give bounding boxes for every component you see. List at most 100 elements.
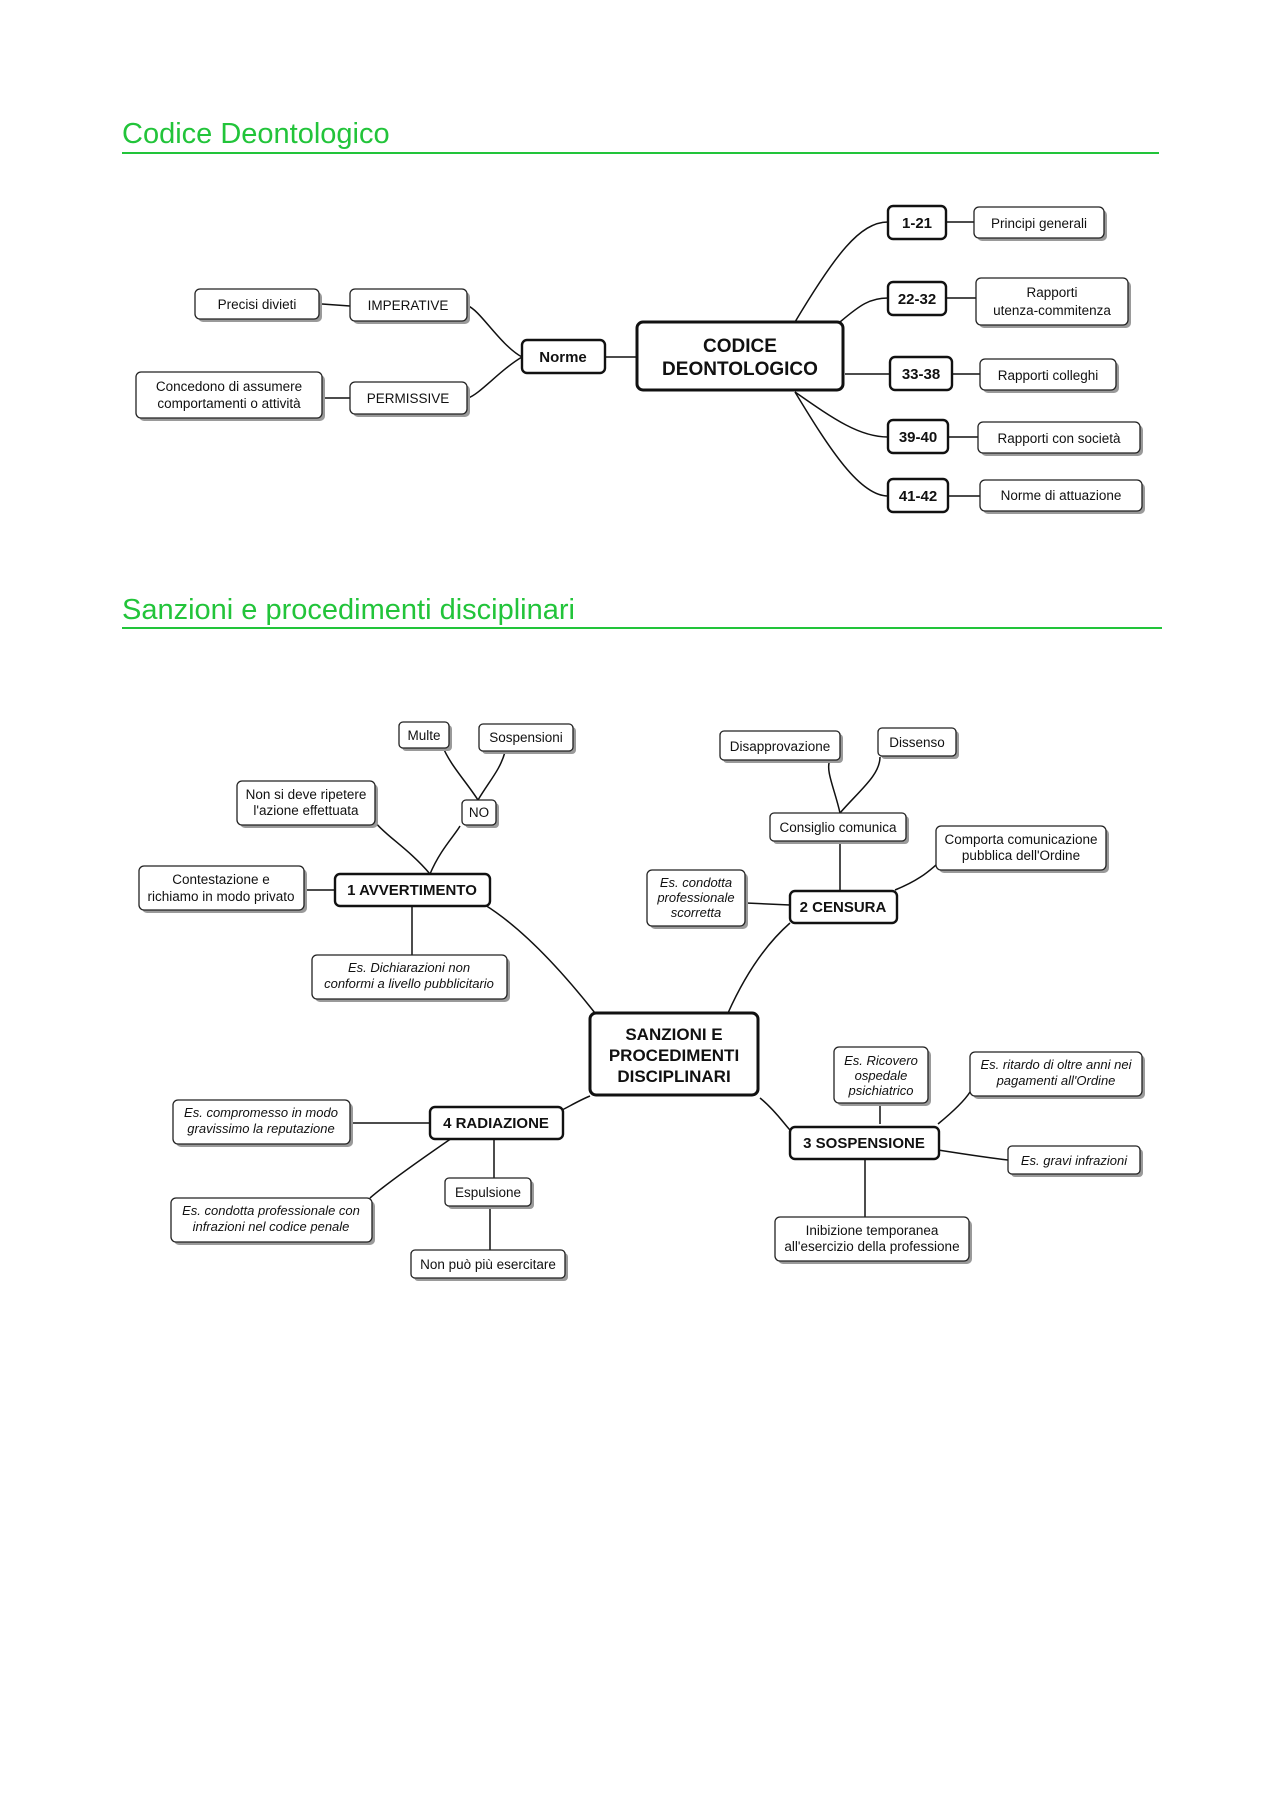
imperative-label: IMPERATIVE <box>368 298 449 313</box>
infrazioni-label: Es. gravi infrazioni <box>1021 1153 1128 1168</box>
ritardo-line-2: pagamenti all'Ordine <box>996 1073 1116 1088</box>
center-line-2: DEONTOLOGICO <box>662 359 818 380</box>
node-precisi-divieti: Precisi divieti <box>194 288 322 322</box>
node-sanzioni-center: SANZIONI E PROCEDIMENTI DISCIPLINARI <box>588 1011 760 1097</box>
node-permissive: PERMISSIVE <box>349 381 470 417</box>
article-range: 1-21 <box>902 215 932 232</box>
imperative-note: Precisi divieti <box>218 297 297 312</box>
article-desc-line-1: Rapporti <box>1026 285 1077 300</box>
node-imperative: IMPERATIVE <box>349 288 470 324</box>
section-title-sanzioni: Sanzioni e procedimenti disciplinari <box>122 594 575 626</box>
center-line-3: DISCIPLINARI <box>617 1067 730 1086</box>
node-avvertimento-esempio: Es. Dichiarazioni non conformi a livello… <box>311 954 510 1002</box>
node-no: NO <box>461 799 499 828</box>
article-desc-line-2: utenza-commitenza <box>993 303 1111 318</box>
node-avvertimento: 1 AVVERTIMENTO <box>333 872 492 908</box>
node-concedono: Concedono di assumere comportamenti o at… <box>135 371 325 421</box>
node-censura: 2 CENSURA <box>788 889 899 925</box>
penale-line-1: Es. condotta professionale con <box>182 1203 360 1218</box>
node-sospensione: 3 SOSPENSIONE <box>788 1125 941 1161</box>
censura-esempio-line-2: professionale <box>656 890 734 905</box>
node-espulsione: Espulsione <box>444 1177 534 1209</box>
node-ritardo: Es. ritardo di oltre anni nei pagamenti … <box>969 1051 1145 1099</box>
node-codice-deontologico: CODICE DEONTOLOGICO <box>635 320 845 392</box>
title-underline <box>122 152 1159 154</box>
node-ricovero: Es. Ricovero ospedale psichiatrico <box>833 1046 931 1106</box>
node-comunicazione-pubblica: Comporta comunicazione pubblica dell'Ord… <box>935 825 1109 873</box>
node-article-1-21: 1-21 <box>886 204 948 241</box>
node-penale: Es. condotta professionale con infrazion… <box>170 1197 375 1245</box>
permissive-note-line-2: comportamenti o attività <box>157 396 301 411</box>
inibizione-line-1: Inibizione temporanea <box>806 1223 939 1238</box>
non-ripetere-line-2: l'azione effettuata <box>253 803 359 818</box>
article-desc: Norme di attuazione <box>1001 488 1122 503</box>
norme-label: Norme <box>539 349 587 366</box>
censura-esempio-line-1: Es. condotta <box>660 875 732 890</box>
ricovero-line-2: ospedale <box>855 1068 908 1083</box>
non-esercitare-label: Non può più esercitare <box>420 1257 556 1272</box>
article-range: 41-42 <box>899 488 937 505</box>
comunicazione-line-2: pubblica dell'Ordine <box>962 848 1080 863</box>
article-range: 22-32 <box>898 291 936 308</box>
dissenso-label: Dissenso <box>889 735 945 750</box>
ricovero-line-3: psichiatrico <box>847 1083 913 1098</box>
node-non-esercitare: Non può più esercitare <box>410 1249 568 1281</box>
node-article-39-40: 39-40 <box>886 418 950 455</box>
node-norme-attuazione: Norme di attuazione <box>979 479 1145 514</box>
node-sospensioni: Sospensioni <box>478 723 576 754</box>
title-underline <box>122 627 1162 629</box>
center-line-2: PROCEDIMENTI <box>609 1046 739 1065</box>
center-line-1: SANZIONI E <box>625 1025 722 1044</box>
comunicazione-line-1: Comporta comunicazione <box>944 832 1097 847</box>
radiazione-label: 4 RADIAZIONE <box>443 1115 549 1132</box>
ricovero-line-1: Es. Ricovero <box>844 1053 918 1068</box>
article-desc: Rapporti con società <box>997 431 1121 446</box>
node-reputazione: Es. compromesso in modo gravissimo la re… <box>172 1099 353 1147</box>
node-inibizione: Inibizione temporanea all'esercizio dell… <box>774 1216 972 1264</box>
non-ripetere-line-1: Non si deve ripetere <box>246 787 367 802</box>
codice-mind-map: CODICE DEONTOLOGICO Norme IMPERATIVE Pre… <box>135 204 1145 514</box>
contestazione-line-2: richiamo in modo privato <box>147 889 294 904</box>
multe-label: Multe <box>407 728 440 743</box>
censura-esempio-line-3: scorretta <box>671 905 722 920</box>
permissive-label: PERMISSIVE <box>367 391 450 406</box>
avvertimento-label: 1 AVVERTIMENTO <box>347 882 477 899</box>
permissive-note-line-1: Concedono di assumere <box>156 379 302 394</box>
section-title-codice: Codice Deontologico <box>122 118 390 150</box>
node-censura-esempio: Es. condotta professionale scorretta <box>646 869 748 929</box>
node-radiazione: 4 RADIAZIONE <box>428 1105 565 1141</box>
node-contestazione: Contestazione e richiamo in modo privato <box>138 865 307 913</box>
node-article-33-38: 33-38 <box>888 355 954 392</box>
node-article-41-42: 41-42 <box>886 477 950 514</box>
node-consiglio-comunica: Consiglio comunica <box>769 812 909 844</box>
node-rapporti-societa: Rapporti con società <box>977 421 1143 456</box>
censura-label: 2 CENSURA <box>800 899 887 916</box>
ritardo-line-1: Es. ritardo di oltre anni nei <box>980 1057 1132 1072</box>
reputazione-line-1: Es. compromesso in modo <box>184 1105 338 1120</box>
avvertimento-esempio-line-1: Es. Dichiarazioni non <box>348 960 470 975</box>
node-non-ripetere: Non si deve ripetere l'azione effettuata <box>236 780 378 828</box>
disapprovazione-label: Disapprovazione <box>730 739 831 754</box>
reputazione-line-2: gravissimo la reputazione <box>187 1121 334 1136</box>
sospensione-label: 3 SOSPENSIONE <box>803 1135 925 1152</box>
article-desc: Rapporti colleghi <box>998 368 1099 383</box>
consiglio-label: Consiglio comunica <box>779 820 897 835</box>
article-desc: Principi generali <box>991 216 1087 231</box>
node-multe: Multe <box>398 721 452 751</box>
sospensioni-label: Sospensioni <box>489 730 563 745</box>
inibizione-line-2: all'esercizio della professione <box>784 1239 959 1254</box>
contestazione-line-1: Contestazione e <box>172 872 270 887</box>
node-rapporti-colleghi: Rapporti colleghi <box>979 358 1119 393</box>
article-range: 33-38 <box>902 366 940 383</box>
node-rapporti-utenza: Rapporti utenza-commitenza <box>975 277 1131 328</box>
article-range: 39-40 <box>899 429 937 446</box>
avvertimento-esempio-line-2: conformi a livello pubblicitario <box>324 976 494 991</box>
no-label: NO <box>469 805 489 820</box>
node-gravi-infrazioni: Es. gravi infrazioni <box>1007 1145 1143 1177</box>
node-article-22-32: 22-32 <box>886 280 948 317</box>
node-disapprovazione: Disapprovazione <box>719 730 843 763</box>
node-dissenso: Dissenso <box>877 727 959 759</box>
espulsione-label: Espulsione <box>455 1185 521 1200</box>
node-norme: Norme <box>520 338 607 375</box>
